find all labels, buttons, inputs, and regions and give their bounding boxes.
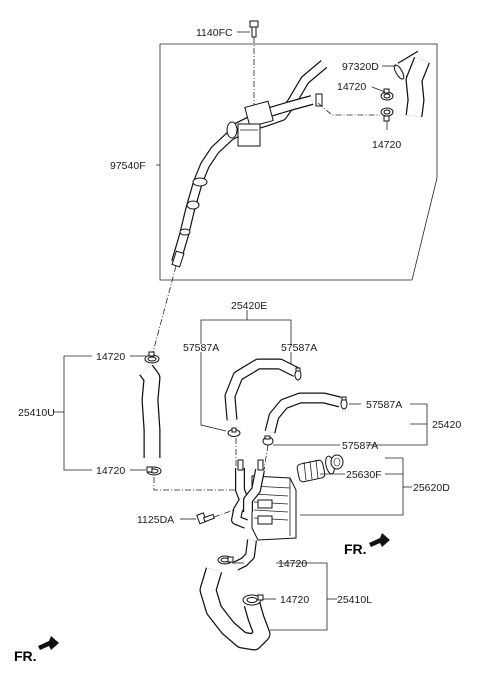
clamp-14720-top-a <box>380 88 394 101</box>
label-14720-top-a: 14720 <box>337 81 366 93</box>
label-57587a-left: 57587A <box>183 342 219 354</box>
hose-connection-dash-v2 <box>263 444 269 471</box>
hose-connection-dash-mid <box>153 477 240 491</box>
label-14720-mid-b: 14720 <box>96 465 125 477</box>
clamp-57587a-upper-right <box>294 367 302 381</box>
oil-cooler-25620d <box>231 459 297 571</box>
label-1125da: 1125DA <box>137 514 174 526</box>
clamp-14720-bot-b <box>242 594 264 606</box>
hose-97320d <box>393 50 430 118</box>
label-97320d: 97320D <box>342 61 379 73</box>
clamp-57587a-lower-right <box>340 396 348 410</box>
hose-25420e <box>224 358 299 421</box>
filter-25630f <box>296 454 344 483</box>
clamp-57587a-lower-left <box>262 435 274 446</box>
hose-connection-dash-upper <box>317 102 380 116</box>
label-57587a-low: 57587A <box>342 440 378 452</box>
front-arrow-icon-left <box>38 636 59 650</box>
label-14720-top-b: 14720 <box>372 139 401 151</box>
label-1140fc: 1140FC <box>196 27 233 39</box>
label-fr-right: FR. <box>344 541 367 557</box>
hose-25410l <box>199 567 271 651</box>
clamp-14720-bot-a <box>217 555 234 565</box>
label-14720-bot-a: 14720 <box>278 558 307 570</box>
label-14720-bot-b: 14720 <box>280 594 309 606</box>
hose-25410u <box>139 364 161 458</box>
label-57587a-far-right: 57587A <box>366 399 402 411</box>
upper-assembly-frame <box>159 43 438 281</box>
hose-connection-dash-left <box>151 265 177 357</box>
bolt-guide-line-lower <box>213 509 235 518</box>
label-57587a-right: 57587A <box>281 342 317 354</box>
label-25620d: 25620D <box>413 482 450 494</box>
hose-25420 <box>264 392 342 434</box>
front-arrow-icon-right <box>369 533 390 547</box>
clamp-57587a-upper-left <box>227 427 241 437</box>
label-25420: 25420 <box>432 419 461 431</box>
clamp-14720-top-b <box>380 107 394 122</box>
label-25630f: 25630F <box>346 469 382 481</box>
label-25410l: 25410L <box>337 594 372 606</box>
label-fr-left: FR. <box>14 648 37 664</box>
hose-assembly-97540f <box>171 60 328 268</box>
label-25420e: 25420E <box>231 300 267 312</box>
label-25410u: 25410U <box>18 407 55 419</box>
label-14720-mid-a: 14720 <box>96 351 125 363</box>
bolt-1125da <box>196 512 216 525</box>
clamp-14720-mid-b <box>146 466 162 476</box>
bolt-1140fc <box>249 20 259 38</box>
clamp-14720-mid-a <box>144 351 160 364</box>
label-97540f: 97540F <box>110 160 146 172</box>
